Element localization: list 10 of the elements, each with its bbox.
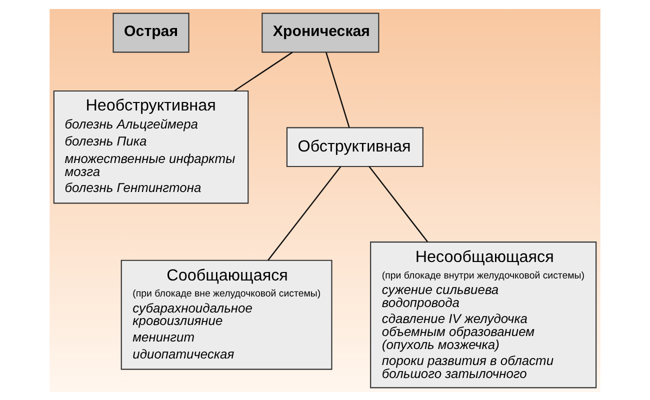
connector [267,166,342,260]
node-box: Острая [112,12,190,52]
connector [234,51,293,91]
connector [326,52,350,128]
node-box: Хроническая [262,12,380,52]
node-box: Необструктивная болезнь Альцгеймера болезнь Пика множественные инфаркты мозга болезнь Гентингтона [53,90,249,204]
node-box: Сообщающаяся (при блокаде вне желудочковой системы) субарахноидальное кровоизлияние менингит идиопатическая [120,259,332,370]
node-box: Обструктивная [286,126,424,167]
node-box: Несообщающаяся (при блокаде внутри желудочковой системы) сужение сильвиева водопровода сдавление IV желудочка объемным образованием (опухоль мозжечка) пороки развития в области большого затылочного [370,241,597,388]
connector [368,166,428,242]
